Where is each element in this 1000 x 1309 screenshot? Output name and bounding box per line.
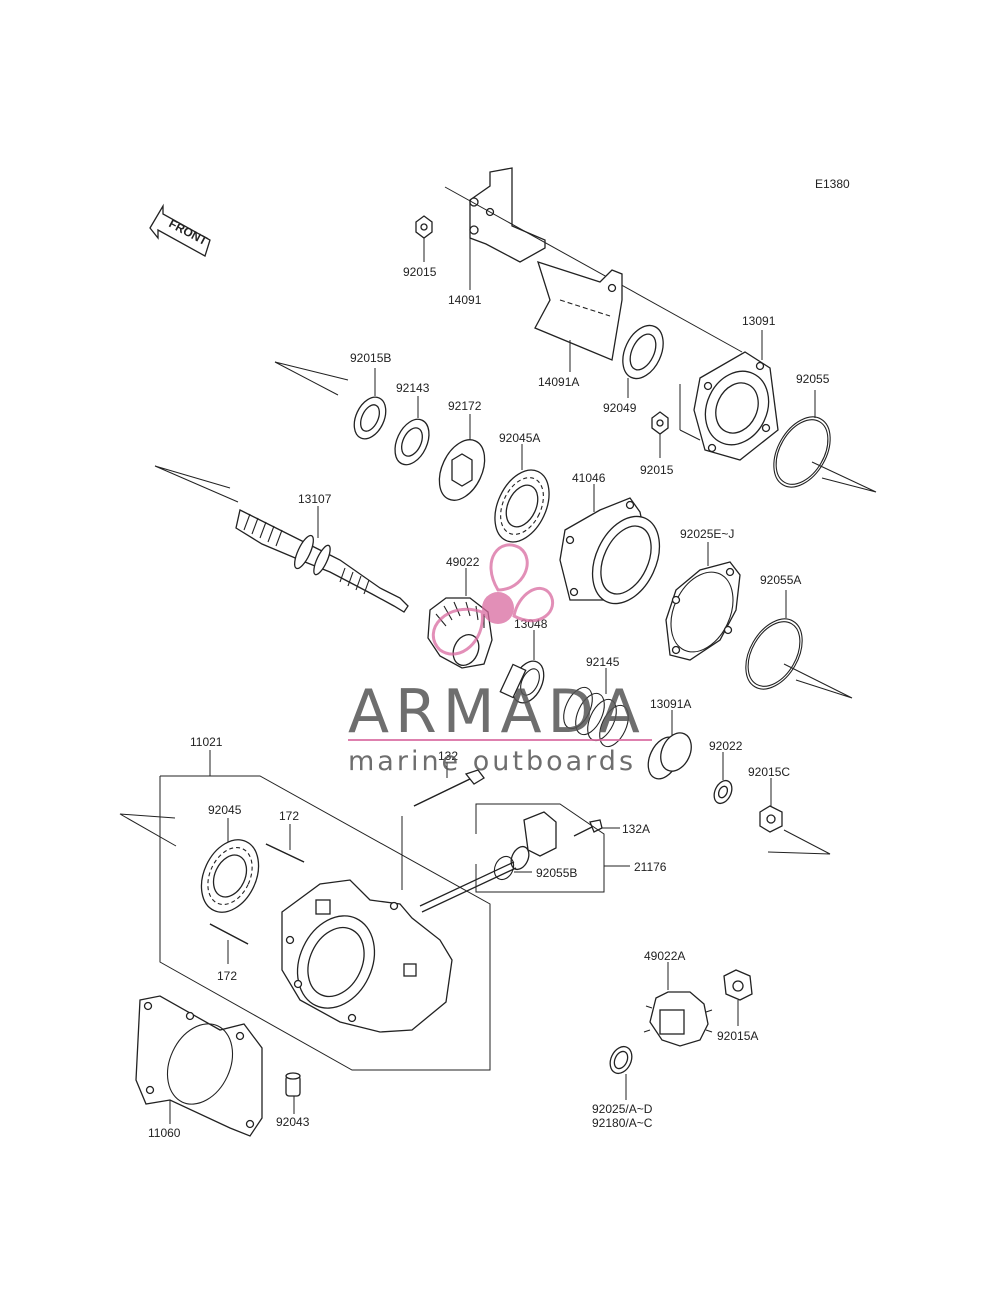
- stud-172-top-part[interactable]: [265, 843, 305, 863]
- diagram-code: E1380: [815, 177, 850, 191]
- gear-49022a-part[interactable]: [643, 991, 713, 1047]
- label-11021: 11021: [190, 735, 223, 749]
- bolt-132a-part[interactable]: [573, 819, 603, 837]
- label-92180-a-c: 92180/A~C: [592, 1116, 653, 1130]
- dowel-pin-92043-part[interactable]: [285, 1072, 301, 1097]
- stud-172-bot-part[interactable]: [209, 923, 249, 945]
- label-41046: 41046: [572, 471, 606, 485]
- label-92015-mid: 92015: [640, 463, 674, 477]
- housing-41046-part[interactable]: [559, 497, 673, 614]
- bearing-92045-part[interactable]: [190, 831, 269, 922]
- label-92022: 92022: [709, 739, 743, 753]
- label-92025-a-d: 92025/A~D: [592, 1102, 653, 1116]
- label-92045: 92045: [208, 803, 242, 817]
- label-92055a: 92055A: [760, 573, 801, 587]
- assembly-bracket-11021: [119, 750, 491, 1071]
- shaft-13107-part[interactable]: [235, 509, 409, 613]
- shim-92025-part[interactable]: [606, 1043, 636, 1077]
- label-172-top: 172: [279, 809, 299, 823]
- washer-92022-part[interactable]: [711, 778, 736, 807]
- gear-case-part[interactable]: [281, 879, 453, 1033]
- label-92015c: 92015C: [748, 765, 790, 779]
- label-132a: 132A: [622, 822, 650, 836]
- label-92015b: 92015B: [350, 351, 391, 365]
- label-13091a: 13091A: [650, 697, 691, 711]
- label-92043: 92043: [276, 1115, 310, 1129]
- label-172-bot: 172: [217, 969, 237, 983]
- watermark-tagline: marine outboards: [348, 746, 636, 777]
- nut-92015a-part[interactable]: [723, 969, 753, 1001]
- nut-92015c-part[interactable]: [759, 805, 783, 833]
- nut-92015b-part[interactable]: [348, 392, 392, 444]
- o-ring-92055a-part[interactable]: [734, 609, 814, 699]
- label-13107: 13107: [298, 492, 332, 506]
- oil-seal-92049-part[interactable]: [615, 319, 671, 385]
- label-92055b: 92055B: [536, 866, 577, 880]
- gasket-92025e-j-part[interactable]: [659, 561, 745, 662]
- watermark-brand: ARMADA: [348, 677, 646, 747]
- bracket-14091a-part[interactable]: [534, 260, 623, 361]
- label-49022a: 49022A: [644, 949, 685, 963]
- label-49022: 49022: [446, 555, 480, 569]
- o-ring-92055-part[interactable]: [762, 407, 842, 497]
- housing-13091-part[interactable]: [693, 351, 780, 461]
- nut-92015-top-part[interactable]: [415, 215, 433, 239]
- label-92015a: 92015A: [717, 1029, 758, 1043]
- label-92049: 92049: [603, 401, 637, 415]
- collar-13091a-part[interactable]: [642, 728, 697, 784]
- shift-lever-21176-part[interactable]: [419, 811, 557, 913]
- label-92025e-j: 92025E~J: [680, 527, 734, 541]
- label-132: 132: [438, 749, 458, 763]
- gasket-11060-part[interactable]: [135, 995, 263, 1137]
- collar-92172-part[interactable]: [430, 433, 493, 508]
- propeller-logo-icon: [431, 543, 554, 656]
- label-92143: 92143: [396, 381, 430, 395]
- bearing-92045a-part[interactable]: [484, 461, 560, 550]
- label-92015-top: 92015: [403, 265, 437, 279]
- watermark-logo: ARMADA marine outboards: [348, 543, 652, 777]
- label-11060: 11060: [148, 1126, 181, 1140]
- label-92045a: 92045A: [499, 431, 540, 445]
- front-arrow-icon: FRONT: [149, 203, 211, 257]
- label-92172: 92172: [448, 399, 482, 413]
- bolt-132-part[interactable]: [413, 769, 485, 807]
- collar-92143-part[interactable]: [388, 414, 435, 470]
- label-92145: 92145: [586, 655, 620, 669]
- o-ring-92055b-part[interactable]: [491, 853, 517, 882]
- label-21176: 21176: [634, 860, 667, 874]
- label-14091a: 14091A: [538, 375, 579, 389]
- label-92055: 92055: [796, 372, 830, 386]
- label-13091: 13091: [742, 314, 776, 328]
- dog-13048-part[interactable]: [499, 656, 550, 708]
- label-14091: 14091: [448, 293, 482, 307]
- bracket-14091-part[interactable]: [469, 167, 546, 263]
- nut-92015-mid-part[interactable]: [651, 411, 669, 435]
